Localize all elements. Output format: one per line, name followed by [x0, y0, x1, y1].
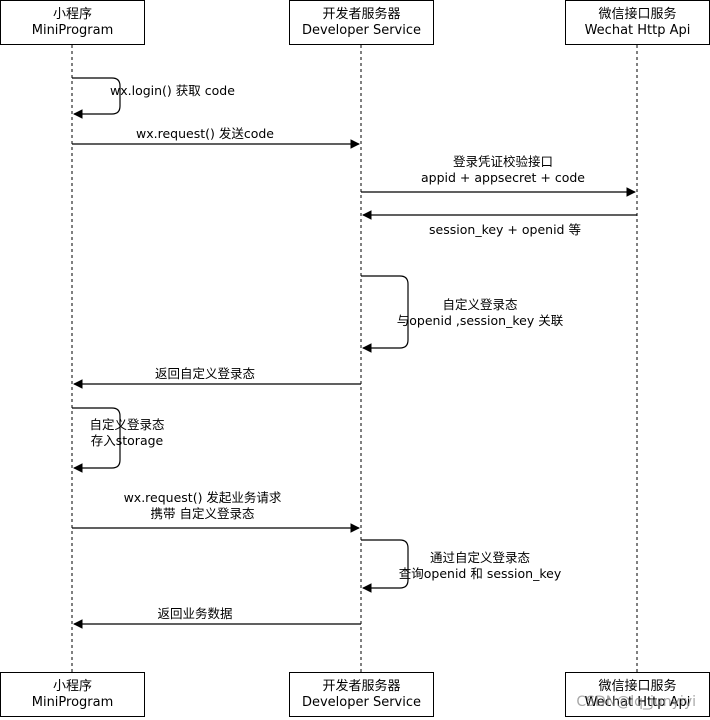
participant-wechat-api-top: 微信接口服务 Wechat Http Api [565, 0, 710, 45]
message-label: 通过自定义登录态 查询openid 和 session_key [385, 550, 575, 582]
message-label: session_key + openid 等 [420, 222, 590, 238]
arrow-create-session-self [361, 275, 409, 353]
arrow-query-session-self [361, 539, 409, 593]
message-label-line: session_key + openid 等 [429, 222, 581, 237]
arrow-wx-login-self [72, 77, 121, 119]
participant-label-cn: 小程序 [52, 678, 92, 694]
participant-label-en: Developer Service [301, 22, 422, 38]
message-label-line: 自定义登录态 [442, 297, 518, 312]
message-label: 返回自定义登录态 [140, 366, 270, 382]
message-label-line: 登录凭证校验接口 [452, 154, 553, 169]
message-label-line: wx.request() 发送code [136, 126, 274, 141]
message-label: 登录凭证校验接口 appid + appsecret + code [418, 154, 588, 186]
participant-wechat-api-bottom: 微信接口服务 Wechat Http Api [565, 672, 710, 717]
participant-label-cn: 开发者服务器 [322, 6, 401, 22]
participant-label-cn: 开发者服务器 [322, 678, 401, 694]
message-label: wx.login() 获取 code [110, 83, 235, 99]
participant-developer-service-bottom: 开发者服务器 Developer Service [289, 672, 434, 717]
message-label: 自定义登录态 存入storage [82, 417, 172, 449]
message-label-line: 携带 自定义登录态 [150, 506, 255, 521]
message-label-line: 返回自定义登录态 [154, 366, 255, 381]
message-label: wx.request() 发送code [130, 126, 280, 142]
message-label-line: appid + appsecret + code [421, 170, 585, 185]
message-label-line: 查询openid 和 session_key [398, 566, 562, 581]
participant-label-cn: 微信接口服务 [598, 678, 677, 694]
participant-label-en: MiniProgram [31, 22, 114, 38]
participant-miniprogram-top: 小程序 MiniProgram [0, 0, 145, 45]
participant-label-en: Developer Service [301, 694, 422, 710]
participant-miniprogram-bottom: 小程序 MiniProgram [0, 672, 145, 717]
arrow-store-session-self [72, 407, 121, 473]
message-label: wx.request() 发起业务请求 携带 自定义登录态 [110, 490, 295, 522]
message-label-line: wx.login() 获取 code [110, 83, 235, 98]
participant-label-en: Wechat Http Api [584, 694, 691, 710]
participant-label-en: Wechat Http Api [584, 22, 691, 38]
message-label-line: 存入storage [90, 433, 164, 448]
participant-label-en: MiniProgram [31, 694, 114, 710]
message-label: 返回业务数据 [140, 606, 250, 622]
message-label-line: 自定义登录态 [89, 417, 165, 432]
participant-label-cn: 微信接口服务 [598, 6, 677, 22]
message-label-line: wx.request() 发起业务请求 [123, 490, 282, 505]
participant-developer-service-top: 开发者服务器 Developer Service [289, 0, 434, 45]
participant-label-cn: 小程序 [52, 6, 92, 22]
message-label: 自定义登录态 与openid ,session_key 关联 [385, 297, 575, 329]
message-label-line: 与openid ,session_key 关联 [396, 313, 564, 328]
message-label-line: 通过自定义登录态 [429, 550, 530, 565]
csdn-watermark: CSDN@lq_junyiyi [576, 694, 696, 710]
message-label-line: 返回业务数据 [157, 606, 233, 621]
